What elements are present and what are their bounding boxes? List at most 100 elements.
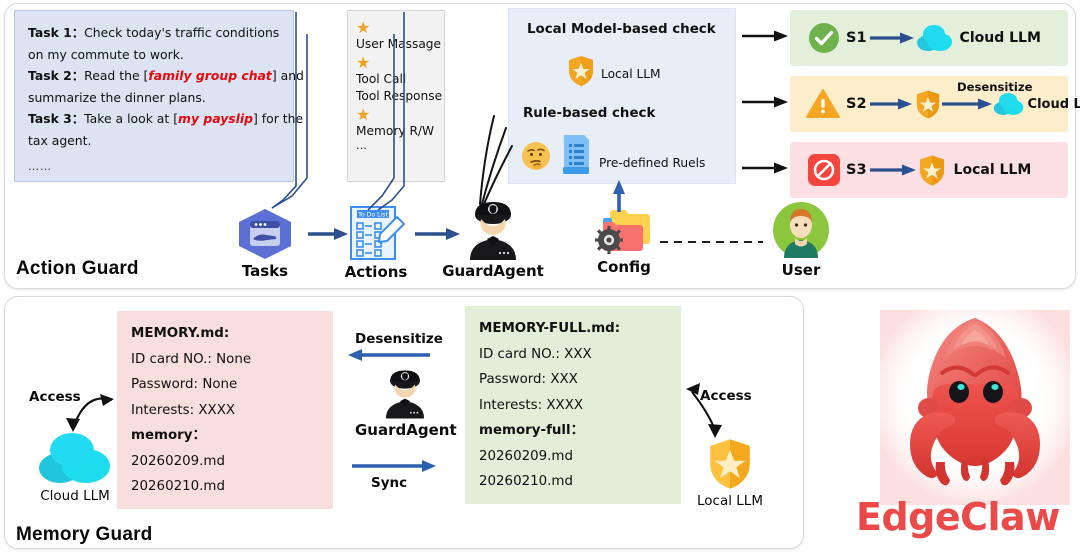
police-officer-icon bbox=[470, 202, 516, 260]
memory-full-md-subtitle: memory-full： bbox=[479, 423, 585, 438]
flow-node-guard-agent: GuardAgent bbox=[438, 196, 548, 280]
memory-md-row-interests: Interests: XXXX bbox=[131, 402, 236, 418]
memory-guard-agent-label: GuardAgent bbox=[355, 421, 457, 439]
edgeclaw-wordmark: EdgeClaw bbox=[856, 495, 1060, 539]
predefined-rules-label: Pre-defined Ruels bbox=[599, 156, 706, 170]
status-code-s1: S1 bbox=[846, 30, 867, 46]
memory-full-md-title: MEMORY-FULL.md: bbox=[479, 321, 621, 336]
task-2-line-cont: summarize the dinner plans. bbox=[28, 89, 206, 105]
memory-md-file-2: 20260210.md bbox=[131, 479, 225, 494]
local-model-check-heading: Local Model-based check bbox=[527, 22, 716, 37]
actions-callout-box: ★ User Massage ★ Tool Call Tool Response… bbox=[347, 10, 445, 182]
flow-node-tasks-label: Tasks bbox=[241, 262, 289, 280]
memory-md-box: MEMORY.md: ID card NO.: None Password: N… bbox=[117, 311, 333, 509]
check-local-llm-label: Local LLM bbox=[601, 67, 661, 81]
task-2-emphasis: family group chat bbox=[148, 68, 272, 84]
shield-star-icon bbox=[569, 56, 593, 86]
thinking-face-icon bbox=[522, 142, 550, 170]
access-right-label: Access bbox=[700, 388, 752, 404]
flow-node-actions: To Do List Actions bbox=[335, 205, 417, 281]
status-row-s3: S3 Local LLM bbox=[790, 142, 1068, 198]
shield-star-icon bbox=[710, 439, 750, 489]
memory-local-llm-node: Local LLM bbox=[690, 437, 770, 509]
memory-full-md-file-2: 20260210.md bbox=[479, 474, 573, 489]
flow-node-config-label: Config bbox=[597, 258, 651, 276]
task-3-emphasis: my payslip bbox=[178, 111, 254, 127]
shield-star-icon bbox=[916, 90, 939, 118]
task-2-pre: Read the [ bbox=[84, 68, 149, 84]
task-1-label: Task 1： bbox=[28, 25, 85, 40]
flow-node-guard-agent-label: GuardAgent bbox=[442, 262, 544, 280]
task-3-label: Task 3： bbox=[28, 111, 85, 127]
star-icon: ★ bbox=[356, 104, 371, 124]
action-item-user-message: User Massage bbox=[356, 37, 442, 51]
status-destination-s1: Cloud LLM bbox=[959, 30, 1041, 46]
task-3-line-cont: tax agent. bbox=[28, 132, 92, 148]
tasks-ellipsis: …… bbox=[28, 159, 52, 173]
task-2-post: ] and bbox=[271, 68, 304, 84]
arrow-right-icon bbox=[869, 98, 912, 110]
flow-node-user-label: User bbox=[781, 261, 821, 279]
cloud-icon bbox=[39, 433, 110, 483]
task-1-text: Check today's traffic conditions bbox=[84, 25, 280, 40]
task-1-line: Task 1：Check today's traffic conditions bbox=[28, 22, 280, 44]
memory-md-file-1: 20260209.md bbox=[131, 453, 225, 469]
task-3-line: Task 3：Take a look at [my payslip] for t… bbox=[28, 108, 303, 130]
desensitize-label-s2: Desensitize bbox=[957, 80, 1033, 94]
rule-based-check-heading: Rule-based check bbox=[523, 106, 656, 121]
memory-guard-agent-node: GuardAgent bbox=[355, 365, 457, 439]
action-item-tool-call: Tool Call bbox=[356, 71, 407, 86]
action-item-tool-response: Tool Response bbox=[356, 89, 443, 103]
hermit-crab-icon bbox=[880, 310, 1070, 505]
memory-md-row-password: Password: None bbox=[131, 377, 238, 392]
action-guard-title: Action Guard bbox=[16, 258, 139, 279]
flow-node-user: User bbox=[766, 201, 836, 279]
task-3-pre: Take a look at [ bbox=[84, 111, 179, 127]
flow-node-tasks: Tasks bbox=[228, 208, 302, 280]
task-2-line: Task 2：Read the [family group chat] and bbox=[28, 65, 304, 87]
flow-node-actions-label: Actions bbox=[344, 263, 408, 281]
sync-arrow-label: Sync bbox=[371, 475, 408, 491]
status-row-s2: S2 Cloud LLM bbox=[790, 76, 1080, 132]
memory-full-md-row-password: Password: XXX bbox=[479, 372, 578, 387]
cloud-icon bbox=[993, 93, 1023, 115]
todo-list-icon: To Do List bbox=[350, 206, 405, 260]
status-destination-s2: Cloud LLM bbox=[1027, 96, 1080, 112]
task-2-label: Task 2： bbox=[28, 68, 85, 84]
todo-list-inner-label: To Do List bbox=[357, 212, 388, 219]
user-avatar-icon bbox=[773, 202, 829, 258]
memory-full-md-row-interests: Interests: XXXX bbox=[479, 397, 584, 413]
desensitize-arrow-label: Desensitize bbox=[355, 331, 443, 347]
warning-triangle-icon bbox=[806, 89, 840, 118]
status-code-s3: S3 bbox=[846, 162, 867, 178]
flow-node-config: Config bbox=[588, 204, 660, 276]
document-lines-icon bbox=[563, 135, 589, 174]
status-code-s2: S2 bbox=[846, 96, 867, 112]
memory-full-md-row-id: ID card NO.: XXX bbox=[479, 346, 592, 362]
tasks-callout-box: Task 1：Check today's traffic conditions … bbox=[14, 10, 304, 182]
shield-star-icon bbox=[919, 155, 944, 185]
check-circle-icon bbox=[809, 23, 839, 53]
task-1-line-cont: on my commute to work. bbox=[28, 46, 184, 62]
police-officer-icon bbox=[385, 370, 425, 419]
memory-md-subtitle: memory： bbox=[131, 428, 206, 443]
actions-ellipsis: … bbox=[356, 139, 369, 152]
memory-cloud-llm-label: Cloud LLM bbox=[40, 488, 110, 504]
memory-full-md-box: MEMORY-FULL.md: ID card NO.: XXX Passwor… bbox=[465, 306, 681, 504]
status-destination-s3: Local LLM bbox=[953, 162, 1032, 178]
status-row-s1: S1 Cloud LLM bbox=[790, 10, 1068, 66]
action-item-memory-rw: Memory R/W bbox=[356, 123, 435, 138]
arrow-right-icon bbox=[869, 32, 914, 44]
arrow-right-icon bbox=[869, 164, 916, 176]
memory-full-md-file-1: 20260209.md bbox=[479, 448, 573, 464]
check-panel: Local Model-based check Local LLM Rule-b… bbox=[508, 8, 736, 184]
star-icon: ★ bbox=[356, 52, 371, 72]
memory-md-row-id: ID card NO.: None bbox=[131, 351, 252, 367]
arrow-right-icon bbox=[941, 98, 992, 110]
task-3-post: ] for the bbox=[253, 111, 304, 127]
cloud-icon bbox=[916, 25, 952, 51]
block-icon bbox=[808, 154, 840, 186]
access-left-label: Access bbox=[29, 389, 81, 405]
star-icon: ★ bbox=[356, 18, 371, 37]
memory-local-llm-label: Local LLM bbox=[697, 493, 763, 509]
